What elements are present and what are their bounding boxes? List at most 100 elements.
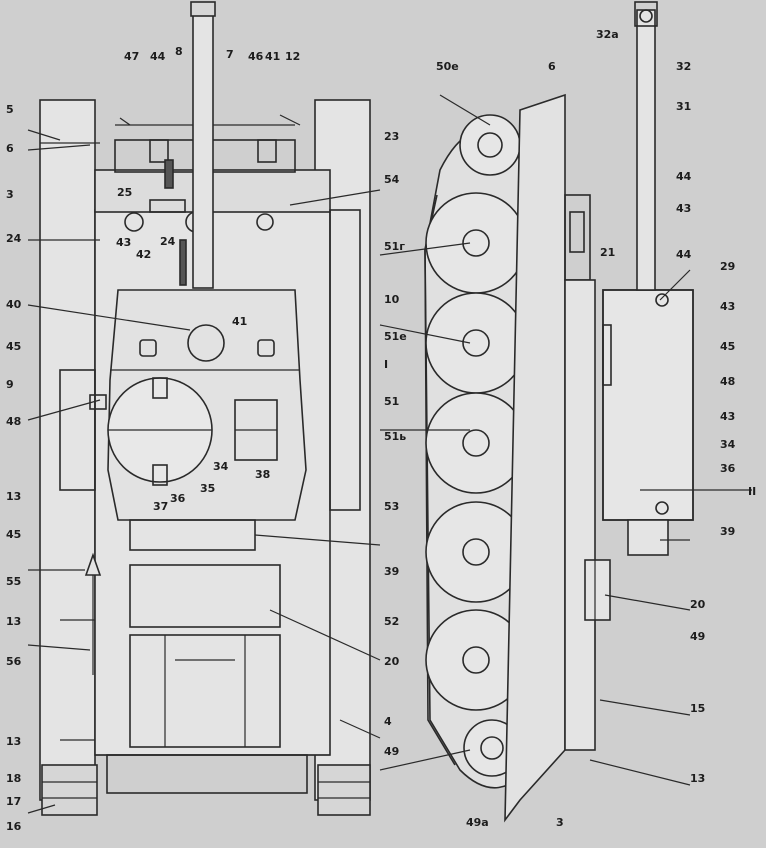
turret-side-strip: [602, 324, 612, 386]
label-center: 51ь: [384, 430, 406, 443]
label-right: 48: [720, 375, 735, 388]
muzzle: [190, 1, 216, 17]
leader-line-6: [27, 144, 91, 151]
leader-line-50e: [439, 94, 491, 126]
left-labels: 5 6 3 24 40 45 9 48 13 45 55 13 56 13 18…: [6, 103, 22, 833]
label-left: 6: [6, 142, 14, 155]
label-top: 47: [124, 50, 139, 63]
leader-line-16: [27, 804, 56, 814]
label-top: 41: [265, 50, 280, 63]
periscope-circle: [187, 324, 225, 362]
label-center: 39: [384, 565, 399, 578]
label-right: 15: [690, 702, 705, 715]
leader-line-49: [379, 749, 471, 771]
label-right: 43: [720, 300, 735, 313]
sprocket-wheel: [459, 114, 521, 176]
hatch-circle: [124, 212, 144, 232]
leader-line-23: [289, 189, 381, 206]
lift-ring: [655, 293, 669, 307]
label-left: 56: [6, 655, 22, 668]
driver-visor: [149, 199, 186, 213]
left-fender: [59, 369, 96, 491]
label-top: 7: [226, 48, 234, 61]
label-center: I: [384, 358, 388, 371]
label-right: 29: [720, 260, 735, 273]
label-left: 13: [6, 490, 21, 503]
label-inner: 34: [213, 460, 229, 473]
top-labels: 47 44 8 7 46 41 12: [124, 45, 300, 63]
label-right: 36: [720, 462, 736, 475]
spare-part: [164, 159, 174, 189]
leader-line-48: [27, 399, 101, 421]
road-wheel-hub: [462, 329, 490, 357]
front-barrel: [636, 9, 656, 291]
label-inner: 35: [200, 482, 215, 495]
label-center: 51г: [384, 240, 405, 253]
label-left: 16: [6, 820, 22, 833]
label-right: 43: [676, 202, 691, 215]
label-right: 45: [720, 340, 735, 353]
label-left: 17: [6, 795, 21, 808]
label-center: 52: [384, 615, 399, 628]
label-inner: 25: [117, 186, 132, 199]
label-inner: 38: [255, 468, 270, 481]
leader-line-51f: [379, 242, 471, 256]
leader-line-4: [339, 719, 381, 739]
plan-view: [39, 1, 371, 816]
crowbar-tip: [84, 552, 102, 576]
label-left: 13: [6, 735, 21, 748]
label-center: 20: [384, 655, 400, 668]
label-left: 13: [6, 615, 21, 628]
label-right: 43: [720, 410, 735, 423]
label-top: 44: [150, 50, 166, 63]
road-wheel-hub: [462, 229, 490, 257]
label-right: 50е: [436, 60, 459, 73]
front-mantlet: [627, 519, 669, 556]
label-left: 5: [6, 103, 14, 116]
label-right: 6: [548, 60, 556, 73]
label-center: 54: [384, 173, 400, 186]
road-wheel: [425, 392, 527, 494]
label-top: 12: [285, 50, 300, 63]
jack: [179, 239, 187, 286]
label-left: 3: [6, 188, 14, 201]
label-right: 49: [690, 630, 705, 643]
leader-line-13r: [589, 759, 691, 786]
center-labels: 23 54 51г 10 51е I 51 51ь 53 39 52 20 4 …: [384, 130, 407, 758]
label-right: 21: [600, 246, 615, 259]
cupola-latch: [152, 464, 168, 486]
label-right: 31: [676, 100, 691, 113]
leader-line-51e: [379, 324, 471, 344]
label-right: 32а: [596, 28, 619, 41]
leader-line-40: [27, 304, 191, 331]
fender-side: [504, 93, 566, 823]
label-top: 46: [248, 50, 264, 63]
idler-hub: [480, 736, 504, 760]
label-right: 44: [676, 170, 692, 183]
label-center: 53: [384, 500, 399, 513]
leader-line-15: [599, 699, 691, 716]
road-wheel-hub: [462, 429, 490, 457]
front-hull: [564, 279, 596, 751]
front-muzzle: [634, 1, 658, 27]
label-right: 13: [690, 772, 705, 785]
front-bracket: [257, 139, 277, 163]
left-track: [39, 99, 96, 801]
road-wheel: [425, 292, 527, 394]
leader-lines: [27, 94, 691, 814]
leader-line-5: [27, 129, 61, 141]
label-right: 20: [690, 598, 706, 611]
label-center: 4: [384, 715, 392, 728]
turret-vent: [257, 339, 275, 357]
leader-line-56: [27, 644, 91, 651]
label-inner: 41: [232, 315, 247, 328]
label-left: 45: [6, 340, 21, 353]
label-inner: 37: [153, 500, 168, 513]
right-track-end: [317, 764, 371, 816]
label-inner: 24: [160, 235, 176, 248]
tow-hook: [279, 114, 301, 126]
turret-vent: [139, 339, 157, 357]
label-right: 44: [676, 248, 692, 261]
